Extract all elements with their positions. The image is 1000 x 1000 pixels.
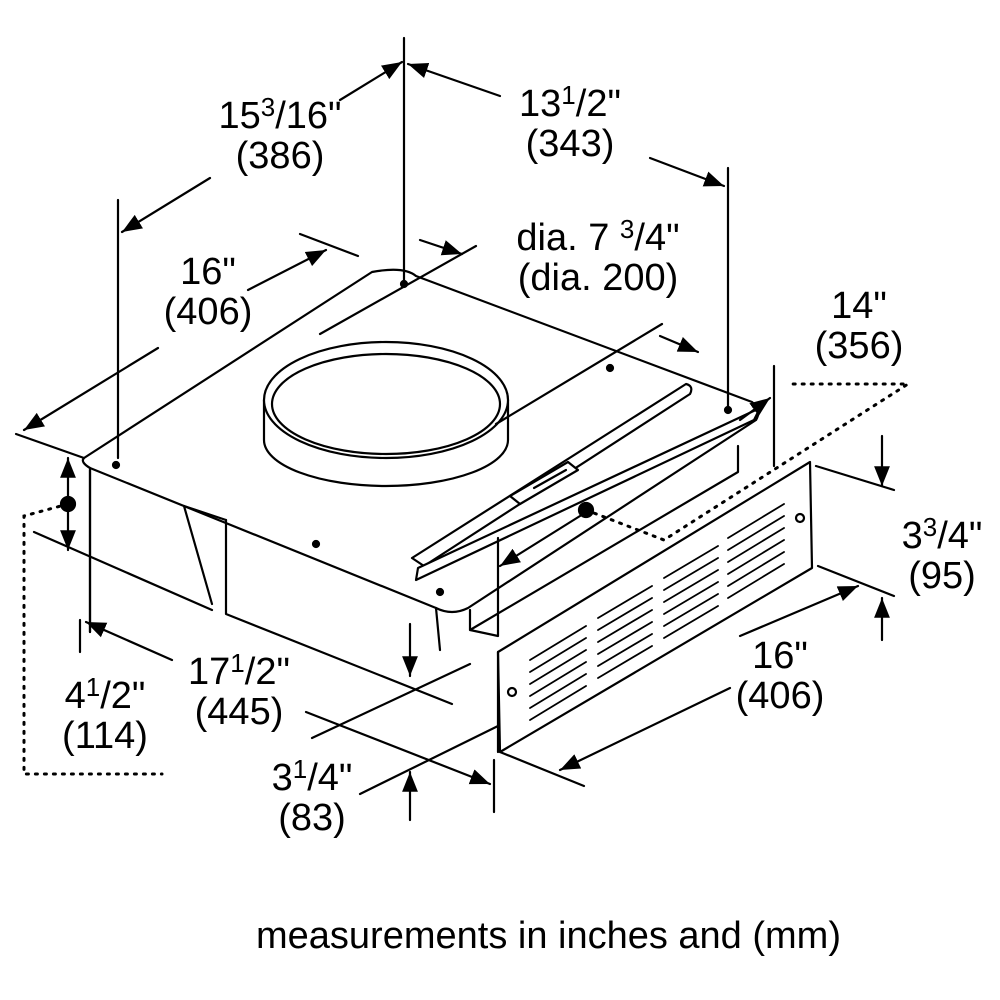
label-grille-width: 16" (406) <box>735 635 825 717</box>
rail-lower <box>414 406 762 582</box>
dimension-arrow <box>338 60 404 102</box>
leader-line <box>494 322 664 426</box>
extension-line <box>14 432 86 460</box>
extension-line <box>32 530 214 612</box>
label-duct-diameter: dia. 7 3/4" (dia. 200) <box>516 214 680 299</box>
dimension-arrow <box>558 686 732 772</box>
label-front-offset: 31/4" (83) <box>271 754 353 839</box>
label-blower-width: 14" (356) <box>814 285 904 367</box>
screw <box>605 363 615 373</box>
label-depth-top: 153/16" (386) <box>218 92 342 177</box>
dimension-arrow <box>120 176 212 234</box>
extension-line <box>310 662 472 740</box>
screw <box>723 405 733 415</box>
screw <box>111 460 121 470</box>
extension-line <box>298 232 360 258</box>
leader-line <box>318 244 478 336</box>
dimension-arrow <box>246 248 328 292</box>
screw <box>311 539 321 549</box>
label-housing-height: 41/2" (114) <box>62 672 148 757</box>
housing-front-face <box>88 468 454 706</box>
dimension-arrow <box>738 584 860 638</box>
label-grille-height: 33/4" (95) <box>901 512 983 597</box>
dimension-arrow <box>84 620 174 662</box>
label-overall-depth: 171/2" (445) <box>188 648 290 733</box>
housing-lower-edge <box>182 504 442 652</box>
blower-frame <box>468 444 740 638</box>
extension-line <box>816 564 896 598</box>
grille-louvers <box>529 503 785 721</box>
extension-line <box>498 750 586 788</box>
dotted-reference <box>584 382 914 542</box>
screw <box>435 587 445 597</box>
dimension-arrow <box>658 334 700 354</box>
measurement-units-caption: measurements in inches and (mm) <box>256 915 841 957</box>
extension-line <box>358 724 500 796</box>
label-width-top: 16" (406) <box>163 251 253 333</box>
duct-collar <box>262 340 510 488</box>
dimension-arrow <box>406 62 502 98</box>
dimension-arrow <box>22 346 160 432</box>
dimension-arrow <box>304 710 492 786</box>
dimension-arrow <box>648 156 726 188</box>
dimension-arrow <box>738 396 772 422</box>
label-width-rear: 131/2" (343) <box>519 80 621 165</box>
rail-slot-inner <box>532 468 568 490</box>
dimension-arrow <box>418 238 464 256</box>
dimension-arrow <box>498 514 582 568</box>
